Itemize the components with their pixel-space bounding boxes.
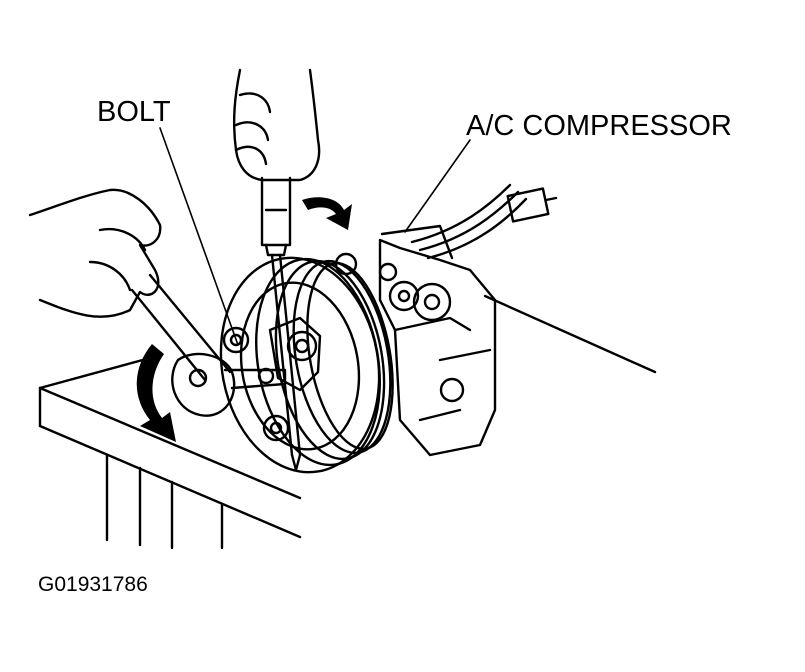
bolt-label: BOLT	[97, 96, 171, 128]
bolt-leader-line	[159, 127, 239, 346]
right-hand	[232, 68, 321, 182]
clockwise-arrow-icon	[302, 197, 352, 230]
ac-compressor-label: A/C COMPRESSOR	[466, 110, 732, 142]
screwdriver	[260, 176, 302, 472]
left-hand	[28, 188, 162, 318]
ac-compressor	[334, 183, 558, 457]
figure-id: G01931786	[38, 573, 148, 596]
counterclockwise-arrow-icon	[136, 344, 176, 442]
compressor-leader-line	[404, 139, 471, 233]
compressor-pulley	[219, 256, 394, 474]
label-leader-lines	[159, 127, 471, 346]
workbench	[38, 294, 657, 550]
rotation-arrows	[136, 197, 352, 442]
